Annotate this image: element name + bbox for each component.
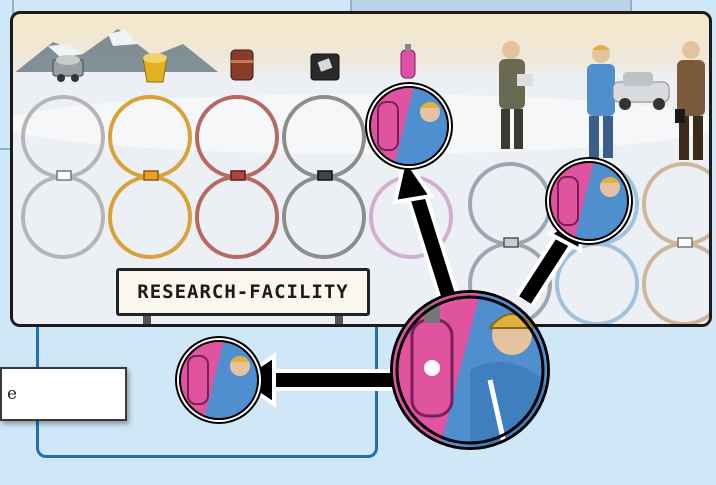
rules-note-text: e: [7, 384, 18, 404]
rules-note: e: [0, 367, 127, 421]
ring-track-1: [21, 95, 105, 259]
worker-token-upper[interactable]: [365, 82, 453, 170]
gold-bucket-icon: [142, 53, 168, 83]
worker-figure: [587, 45, 615, 158]
car-figure: [612, 72, 670, 110]
ring-track-4: [282, 95, 366, 259]
worker-token-left[interactable]: [175, 336, 263, 424]
arrow-to-upper-slot: [392, 153, 459, 299]
ore-cart-icon: [52, 55, 84, 82]
oil-barrel-icon: [230, 49, 254, 81]
worker-token-right[interactable]: [545, 157, 633, 245]
ring-track-8: [642, 162, 709, 324]
ring-track-2: [108, 95, 192, 259]
gas-cylinder-icon: [400, 44, 416, 79]
coal-crate-icon: [310, 53, 340, 81]
scientist-figure: [499, 41, 533, 149]
location-sign: RESEARCH-FACILITY: [116, 268, 370, 316]
worker-token-large[interactable]: [390, 290, 550, 450]
businessman-figure: [675, 41, 705, 160]
ring-track-3: [195, 95, 279, 259]
